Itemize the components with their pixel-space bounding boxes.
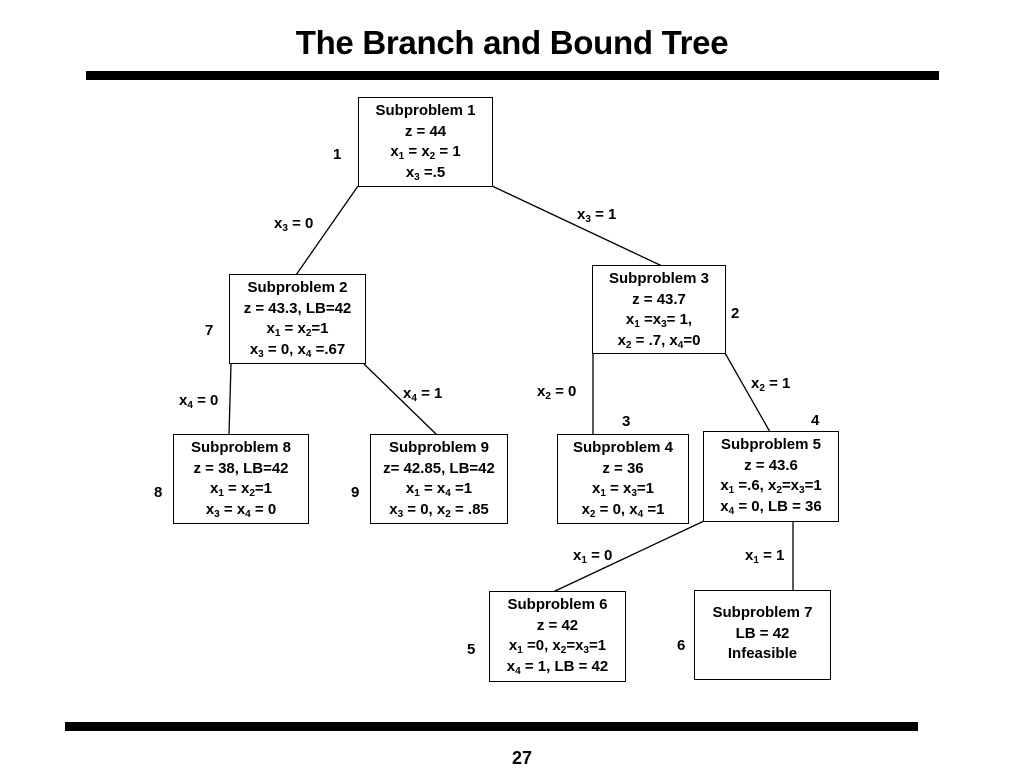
sp7-line-1: Subproblem 7 bbox=[712, 604, 813, 621]
sp3-line-3: x1 =x3= 1, bbox=[625, 311, 693, 330]
order-label-subproblem-3: 2 bbox=[731, 305, 740, 322]
order-label-subproblem-2: 7 bbox=[205, 322, 214, 339]
sp3-line-2: z = 43.7 bbox=[632, 290, 686, 308]
edge-3-5 bbox=[724, 352, 771, 433]
subproblem-3-node: Subproblem 3 z = 43.7 x1 =x3= 1,x2 = .7, x… bbox=[592, 265, 726, 354]
subproblem-7-node: Subproblem 7 LB = 42 Infeasible bbox=[694, 590, 831, 680]
top-divider bbox=[86, 71, 939, 80]
sp9-line-2: z= 42.85, LB=42 bbox=[383, 459, 495, 477]
edge-2-9 bbox=[363, 363, 438, 436]
sp3-line-4: x2 = .7, x4=0 bbox=[617, 331, 701, 351]
edge-label-1-3: x3 = 1 bbox=[577, 206, 617, 225]
sp8-line-2: z = 38, LB=42 bbox=[193, 459, 289, 477]
sp8-line-3: x1 = x2=1 bbox=[209, 480, 272, 499]
edge-label-3-4: x2 = 0 bbox=[537, 383, 577, 402]
sp9-line-3: x1 = x4 =1 bbox=[405, 480, 473, 499]
edge-1-3 bbox=[491, 185, 663, 267]
sp1-line-1: Subproblem 1 bbox=[375, 102, 476, 119]
sp5-line-4: x4 = 0, LB = 36 bbox=[720, 497, 822, 517]
sp1-line-3: x1 = x2 = 1 bbox=[390, 143, 461, 162]
edge-label-1-2: x3 = 0 bbox=[274, 215, 314, 234]
sp3-line-1: Subproblem 3 bbox=[608, 270, 709, 287]
sp9-line-1: Subproblem 9 bbox=[388, 439, 489, 456]
sp1-line-4: x3 =.5 bbox=[405, 163, 446, 183]
sp1-line-2: z = 44 bbox=[404, 122, 447, 140]
order-label-subproblem-7: 6 bbox=[677, 637, 686, 654]
edge-1-2 bbox=[295, 185, 359, 276]
edge-5-6 bbox=[552, 520, 705, 593]
sp6-line-2: z = 42 bbox=[536, 616, 579, 634]
sp5-line-1: Subproblem 5 bbox=[720, 436, 821, 453]
order-label-subproblem-1: 1 bbox=[333, 146, 342, 163]
order-label-subproblem-4: 3 bbox=[622, 413, 631, 430]
sp6-line-4: x4 = 1, LB = 42 bbox=[506, 657, 609, 677]
sp5-line-3: x1 =.6, x2=x3=1 bbox=[720, 477, 822, 496]
sp4-line-3: x1 = x3=1 bbox=[591, 480, 654, 499]
sp2-line-1: Subproblem 2 bbox=[247, 279, 348, 296]
order-label-subproblem-5: 4 bbox=[811, 412, 820, 429]
edge-label-3-5: x2 = 1 bbox=[751, 375, 791, 394]
order-label-subproblem-6: 5 bbox=[467, 641, 476, 658]
sp4-line-1: Subproblem 4 bbox=[572, 439, 673, 456]
sp8-line-1: Subproblem 8 bbox=[190, 439, 291, 456]
page-number: 27 bbox=[511, 748, 533, 768]
sp7-line-2: LB = 42 bbox=[735, 624, 790, 642]
order-label-subproblem-8: 8 bbox=[154, 484, 163, 501]
sp8-line-4: x3 = x4 = 0 bbox=[205, 500, 277, 520]
bottom-divider bbox=[65, 722, 918, 731]
edge-label-2-8: x4 = 0 bbox=[179, 392, 219, 411]
sp5-line-2: z = 43.6 bbox=[744, 456, 798, 474]
edge-label-5-7: x1 = 1 bbox=[745, 547, 785, 566]
sp2-line-2: z = 43.3, LB=42 bbox=[243, 299, 352, 317]
sp6-line-1: Subproblem 6 bbox=[507, 596, 608, 613]
sp7-line-3: Infeasible bbox=[727, 645, 798, 662]
sp9-line-4: x3 = 0, x2 = .85 bbox=[389, 500, 489, 520]
sp2-line-4: x3 = 0, x4 =.67 bbox=[249, 340, 346, 360]
sp4-line-2: z = 36 bbox=[602, 459, 644, 477]
edge-label-2-9: x4 = 1 bbox=[403, 385, 443, 404]
sp4-line-4: x2 = 0, x4 =1 bbox=[581, 500, 665, 520]
edge-2-8 bbox=[228, 363, 232, 436]
order-label-subproblem-9: 9 bbox=[351, 484, 360, 501]
sp2-line-3: x1 = x2=1 bbox=[266, 320, 329, 339]
page-title: The Branch and Bound Tree bbox=[295, 24, 729, 61]
edge-label-5-6: x1 = 0 bbox=[573, 547, 613, 566]
sp6-line-3: x1 =0, x2=x3=1 bbox=[508, 637, 607, 656]
